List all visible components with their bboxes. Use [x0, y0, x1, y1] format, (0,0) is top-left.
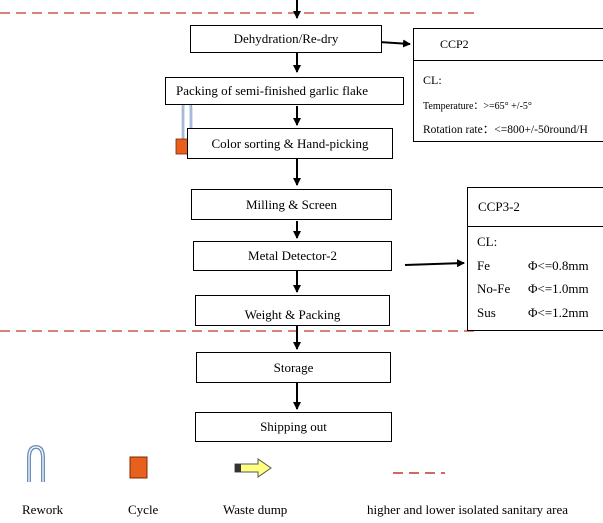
step-packing-label: Packing of semi-finished garlic flake — [176, 83, 369, 98]
step-packing-semi-finished: Packing of semi-finished garlic flake — [165, 77, 404, 105]
ccp3-arrow — [404, 259, 465, 268]
ccp3-metal-sus: Sus — [477, 305, 496, 320]
step-milling-label: Milling & Screen — [246, 196, 337, 212]
step-milling: Milling & Screen — [191, 189, 392, 220]
step-dehydration: Dehydration/Re-dry — [190, 25, 382, 53]
step-shipping-label: Shipping out — [260, 419, 327, 434]
rework-legend-icon — [27, 444, 45, 482]
ccp3-limit-fe: Φ<=0.8mm — [528, 258, 589, 273]
ccp2-arrow — [379, 39, 411, 48]
ccp3-cl-label: CL: — [477, 234, 498, 249]
cycle-legend-icon — [129, 456, 148, 479]
step-color-sorting-label: Color sorting & Hand-picking — [211, 135, 369, 151]
legend-cycle-label: Cycle — [128, 502, 159, 517]
ccp2-temperature: Temperature：>=65° +/-5° — [423, 101, 532, 112]
step-dehydration-label: Dehydration/Re-dry — [233, 31, 339, 46]
ccp2-box: CCP2 CL: Temperature：>=65° +/-5° Rotatio… — [413, 28, 603, 142]
step-metal-detector: Metal Detector-2 — [193, 241, 392, 271]
step-metal-detector-label: Metal Detector-2 — [248, 248, 337, 263]
step-shipping: Shipping out — [195, 412, 392, 442]
legend-rework-label: Rework — [22, 502, 64, 517]
step-storage-label: Storage — [273, 359, 314, 375]
ccp3-box: CCP3-2 CL: Fe Φ<=0.8mm No-Fe Φ<=1.0mm Su… — [467, 187, 603, 331]
ccp3-limit-nofe: Φ<=1.0mm — [528, 281, 589, 296]
ccp3-metal-nofe: No-Fe — [477, 281, 511, 296]
step-color-sorting: Color sorting & Hand-picking — [187, 128, 393, 159]
ccp2-rotation-rate: Rotation rate：<=800+/-50round/H — [423, 124, 588, 136]
ccp2-title: CCP2 — [440, 37, 469, 51]
step-weight-packing: Weight & Packing — [195, 295, 390, 326]
ccp3-limit-sus: Φ<=1.2mm — [528, 305, 589, 320]
ccp2-header: CCP2 — [414, 29, 603, 61]
ccp3-header: CCP3-2 — [468, 188, 603, 227]
legend-area-label: higher and lower isolated sanitary area — [367, 502, 569, 517]
ccp3-metal-fe: Fe — [477, 258, 490, 273]
step-storage: Storage — [196, 352, 391, 383]
ccp2-cl-label: CL: — [423, 73, 442, 87]
ccp3-title: CCP3-2 — [478, 199, 520, 214]
step-weight-packing-label: Weight & Packing — [244, 307, 341, 322]
legend-waste-label: Waste dump — [223, 502, 288, 517]
